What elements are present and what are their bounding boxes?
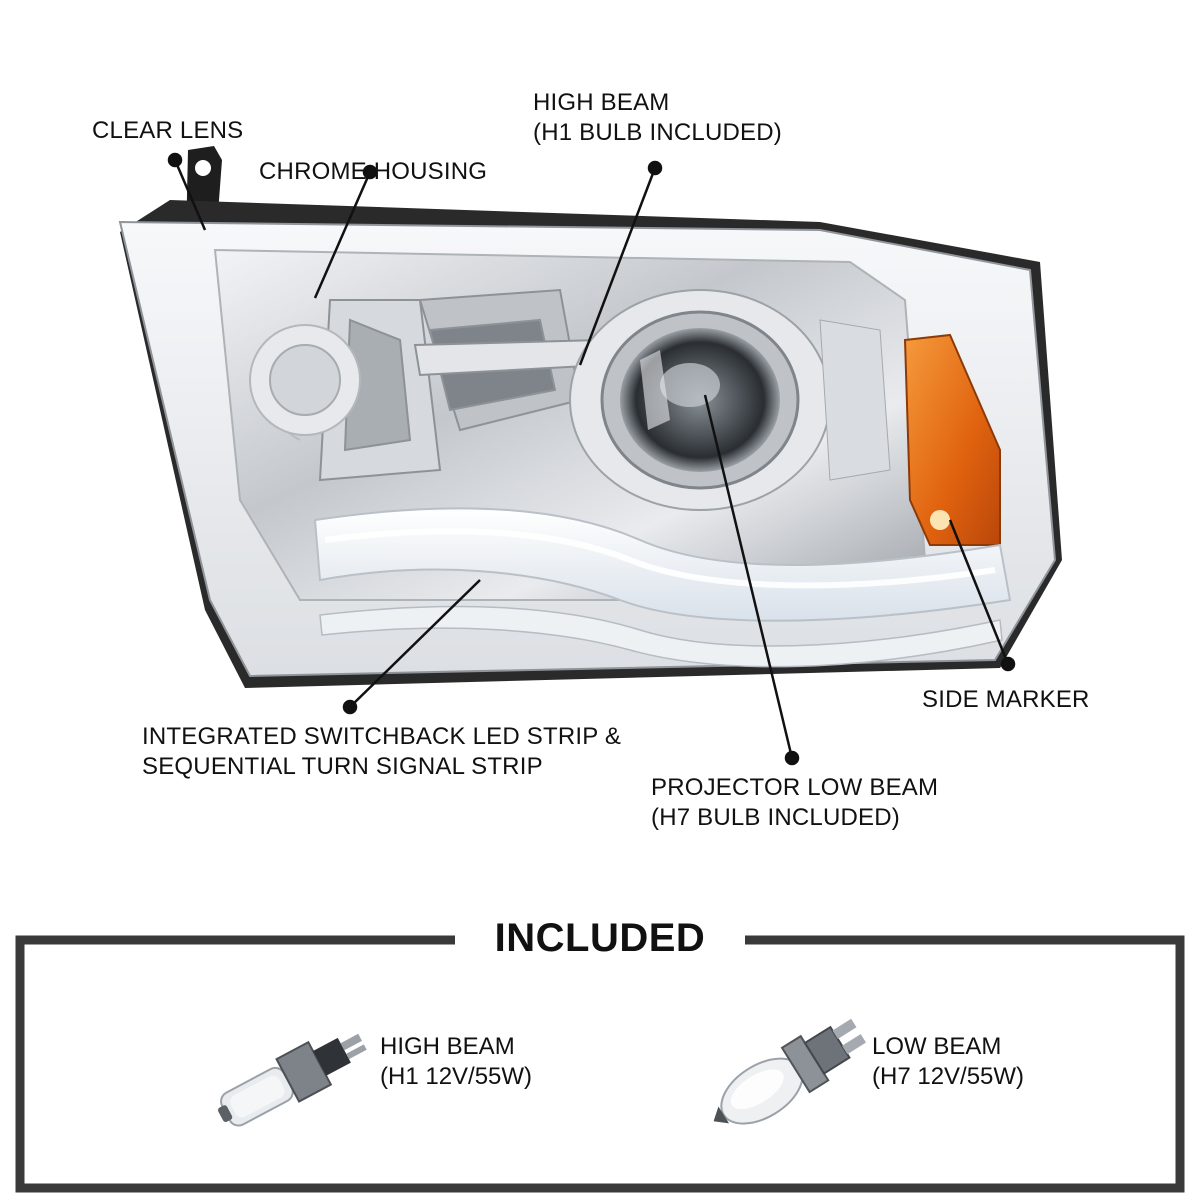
high-beam-bulb-label: HIGH BEAM (H1 12V/55W) xyxy=(380,1033,533,1090)
reflector-details xyxy=(249,288,607,482)
callout-lines xyxy=(167,152,1016,766)
included-title: INCLUDED xyxy=(494,916,706,960)
led-strip xyxy=(313,507,1012,668)
clear-lens-label: CLEAR LENS xyxy=(92,117,244,144)
headlight-illustration xyxy=(118,146,1062,766)
chrome-housing-label: CHROME HOUSING xyxy=(259,158,488,185)
low-beam-bulb-label: LOW BEAM (H7 12V/55W) xyxy=(872,1033,1025,1090)
h1-bulb-icon xyxy=(218,1033,367,1127)
high-beam-label: HIGH BEAM (H1 BULB INCLUDED) xyxy=(533,89,782,146)
side-marker-label: SIDE MARKER xyxy=(922,686,1090,713)
h7-bulb-icon xyxy=(713,1018,867,1125)
projector-low-beam-label: PROJECTOR LOW BEAM (H7 BULB INCLUDED) xyxy=(651,774,939,831)
projector-lens xyxy=(569,289,891,511)
led-strip-label: INTEGRATED SWITCHBACK LED STRIP & SEQUEN… xyxy=(142,723,622,780)
included-frame xyxy=(15,935,1185,1193)
